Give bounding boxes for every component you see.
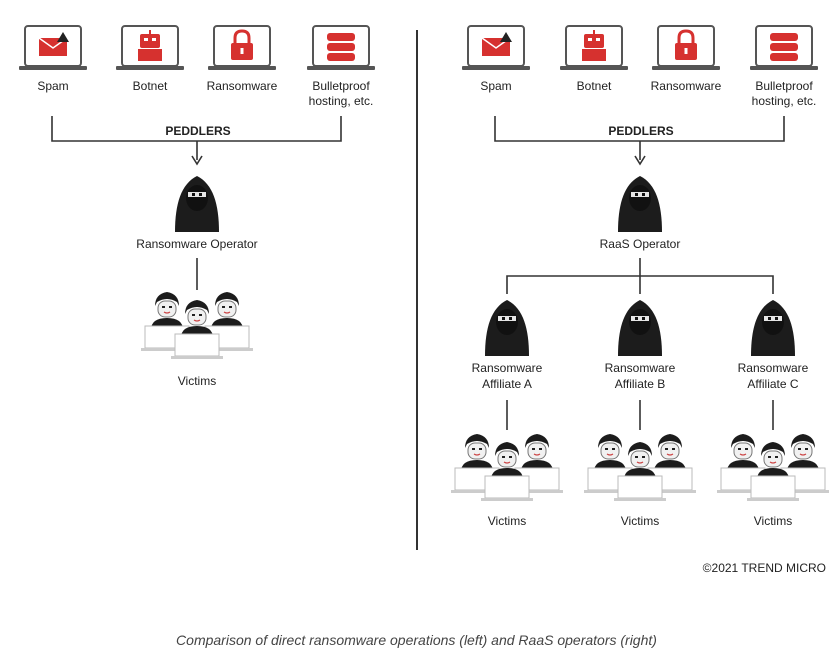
figure-caption: Comparison of direct ransomware operatio… xyxy=(176,632,657,648)
right-ransomware-label: Ransomware xyxy=(651,79,722,93)
left-services xyxy=(18,25,376,71)
left-botnet-label: Botnet xyxy=(133,79,168,93)
right-spam-label: Spam xyxy=(480,79,511,93)
affiliate-branch-connector xyxy=(506,258,774,294)
left-hosting-label: hosting, etc. xyxy=(309,94,374,108)
botnet-laptop-icon xyxy=(115,25,185,71)
right-operator-hacker-icon xyxy=(618,176,662,232)
affiliate-b-label-line1: Ransomware xyxy=(605,361,676,375)
spam-laptop-icon xyxy=(18,25,88,71)
right-bulletproof-label: Bulletproof xyxy=(755,79,813,93)
affiliate-c-victims-label: Victims xyxy=(754,514,792,528)
right-operator-label: RaaS Operator xyxy=(600,237,681,251)
affiliate-c-victims-icon xyxy=(717,434,829,501)
affiliate-c-label-line2: Affiliate C xyxy=(747,377,798,391)
botnet-laptop-icon xyxy=(559,25,629,71)
affiliate-c-hacker-icon xyxy=(751,300,795,356)
spam-laptop-icon xyxy=(461,25,531,71)
affiliate-a-label-line2: Affiliate A xyxy=(482,377,532,391)
affiliate-a-hacker-icon xyxy=(485,300,529,356)
bulletproof-laptop-icon xyxy=(749,25,819,71)
left-peddlers-label: PEDDLERS xyxy=(165,124,230,138)
left-bulletproof-label: Bulletproof xyxy=(312,79,370,93)
affiliate-b-victims-icon xyxy=(584,434,696,501)
left-operator-hacker-icon xyxy=(175,176,219,232)
affiliate-a-label-line1: Ransomware xyxy=(472,361,543,375)
affiliate-b-label-line2: Affiliate B xyxy=(615,377,665,391)
right-services xyxy=(461,25,819,71)
affiliate-a-victims-label: Victims xyxy=(488,514,526,528)
affiliate-b-victims-label: Victims xyxy=(621,514,659,528)
ransomware-comparison-diagram: Spam Botnet Ransomware Bulletproof hosti… xyxy=(18,25,833,575)
affiliate-a-victims-icon xyxy=(451,434,563,501)
copyright-text: ©2021 TREND MICRO xyxy=(703,561,826,575)
left-victims-group-icon xyxy=(141,292,253,359)
left-operator-label: Ransomware Operator xyxy=(136,237,257,251)
bulletproof-laptop-icon xyxy=(306,25,376,71)
affiliate-c-label-line1: Ransomware xyxy=(738,361,809,375)
right-hosting-label: hosting, etc. xyxy=(752,94,817,108)
ransomware-laptop-icon xyxy=(651,25,721,71)
left-victims-label: Victims xyxy=(178,374,216,388)
left-spam-label: Spam xyxy=(37,79,68,93)
right-botnet-label: Botnet xyxy=(577,79,612,93)
ransomware-laptop-icon xyxy=(207,25,277,71)
left-ransomware-label: Ransomware xyxy=(207,79,278,93)
right-peddlers-label: PEDDLERS xyxy=(608,124,673,138)
affiliate-b-hacker-icon xyxy=(618,300,662,356)
